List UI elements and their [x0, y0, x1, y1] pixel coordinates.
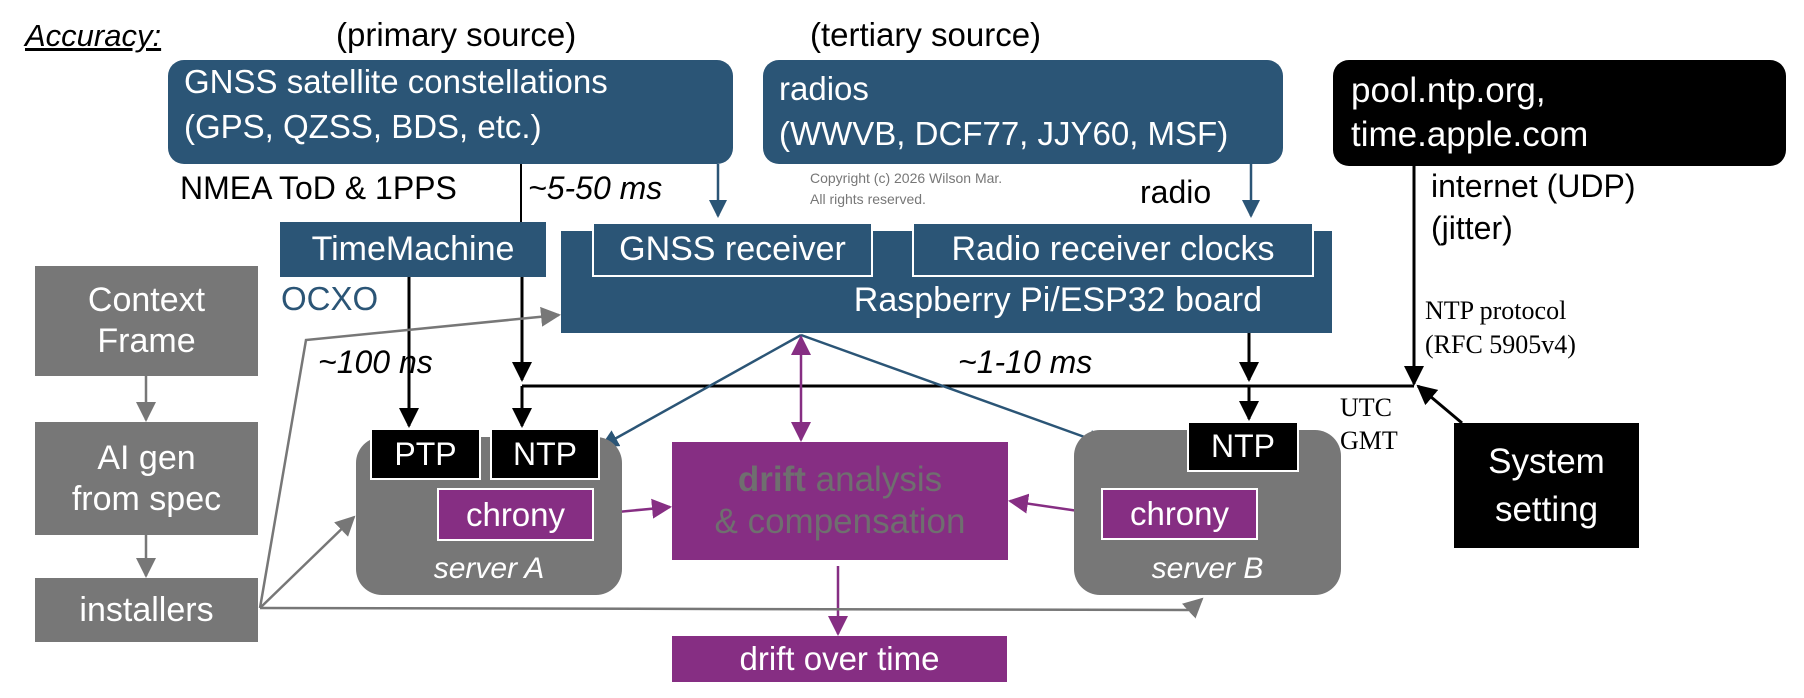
installers-to-server-a-arrow [259, 515, 356, 609]
installers-box: installers [35, 578, 258, 642]
drift-line1-rest: analysis [805, 460, 943, 499]
context-frame-line2: Frame [97, 322, 196, 360]
chrony-b-box: chrony [1101, 488, 1258, 540]
board-to-server-b-arrow [800, 333, 1106, 448]
tertiary-source-label: (tertiary source) [810, 16, 1042, 53]
drift-bold: drift [737, 460, 806, 499]
radios-box: radios (WWVB, DCF77, JJY60, MSF) [763, 60, 1283, 164]
ocxo-label: OCXO [281, 280, 379, 317]
gnss-receiver-box: GNSS receiver [592, 222, 873, 277]
board-label: Raspberry Pi/ESP32 board [853, 281, 1262, 320]
ntp-latency-label: ~1-10 ms [958, 344, 1093, 380]
system-setting-box: System setting [1454, 423, 1639, 548]
jitter-label: (jitter) [1431, 210, 1513, 246]
gnss-constellations-box: GNSS satellite constellations (GPS, QZSS… [168, 60, 733, 164]
internet-udp-label: internet (UDP) [1431, 168, 1636, 204]
chrony-a-box: chrony [437, 488, 594, 541]
ntp-protocol-label: NTP protocol [1425, 296, 1567, 325]
server-a-label: server A [433, 552, 545, 585]
server-b-label: server B [1151, 552, 1264, 585]
internet-line2: time.apple.com [1351, 115, 1589, 154]
ai-gen-line1: AI gen [97, 438, 196, 477]
gnss-line1: GNSS satellite constellations [184, 63, 608, 100]
utc-label: UTC [1340, 393, 1392, 422]
gnss-latency-label: ~5-50 ms [528, 170, 663, 206]
radio-receiver-box: Radio receiver clocks [912, 222, 1314, 277]
gnss-line2: (GPS, QZSS, BDS, etc.) [184, 107, 542, 145]
system-setting-arrow [1416, 384, 1463, 425]
gmt-label: GMT [1340, 426, 1398, 455]
installers-to-server-b-arrow [259, 597, 1204, 619]
copyright-line1: Copyright (c) 2026 Wilson Mar. [810, 170, 1003, 186]
ai-gen-line2: from spec [71, 479, 222, 518]
radio-label: radio [1140, 174, 1212, 210]
ptp-box: PTP [370, 428, 481, 480]
internet-servers-box: pool.ntp.org, time.apple.com [1333, 60, 1786, 166]
ntp-a-box: NTP [490, 428, 600, 480]
copyright-line2: All rights reserved. [810, 191, 926, 207]
primary-source-label: (primary source) [336, 16, 577, 53]
nmea-label: NMEA ToD & 1PPS [180, 170, 457, 206]
internet-line1: pool.ntp.org, [1351, 71, 1546, 111]
drift-line2: & compensation [714, 502, 966, 541]
ntp-b-box: NTP [1187, 421, 1299, 472]
timemachine-box: TimeMachine [280, 222, 546, 277]
system-setting-line1: System [1488, 442, 1605, 482]
drift-line1: drift analysis [738, 459, 942, 501]
radios-line1: radios [779, 70, 869, 108]
board-to-server-a-arrow [600, 333, 802, 448]
drift-over-time-box: drift over time [672, 636, 1007, 682]
radios-line2: (WWVB, DCF77, JJY60, MSF) [779, 115, 1229, 152]
accuracy-title: Accuracy: [25, 18, 162, 53]
drift-analysis-box: drift analysis & compensation [672, 442, 1008, 560]
ai-gen-box: AI gen from spec [35, 422, 258, 535]
ptp-latency-label: ~100 ns [318, 344, 433, 380]
rfc-label: (RFC 5905v4) [1425, 330, 1576, 359]
system-setting-line2: setting [1494, 489, 1599, 529]
installers-to-board-arrow [258, 306, 561, 609]
context-frame-line1: Context [87, 281, 206, 320]
context-frame-box: Context Frame [35, 266, 258, 376]
